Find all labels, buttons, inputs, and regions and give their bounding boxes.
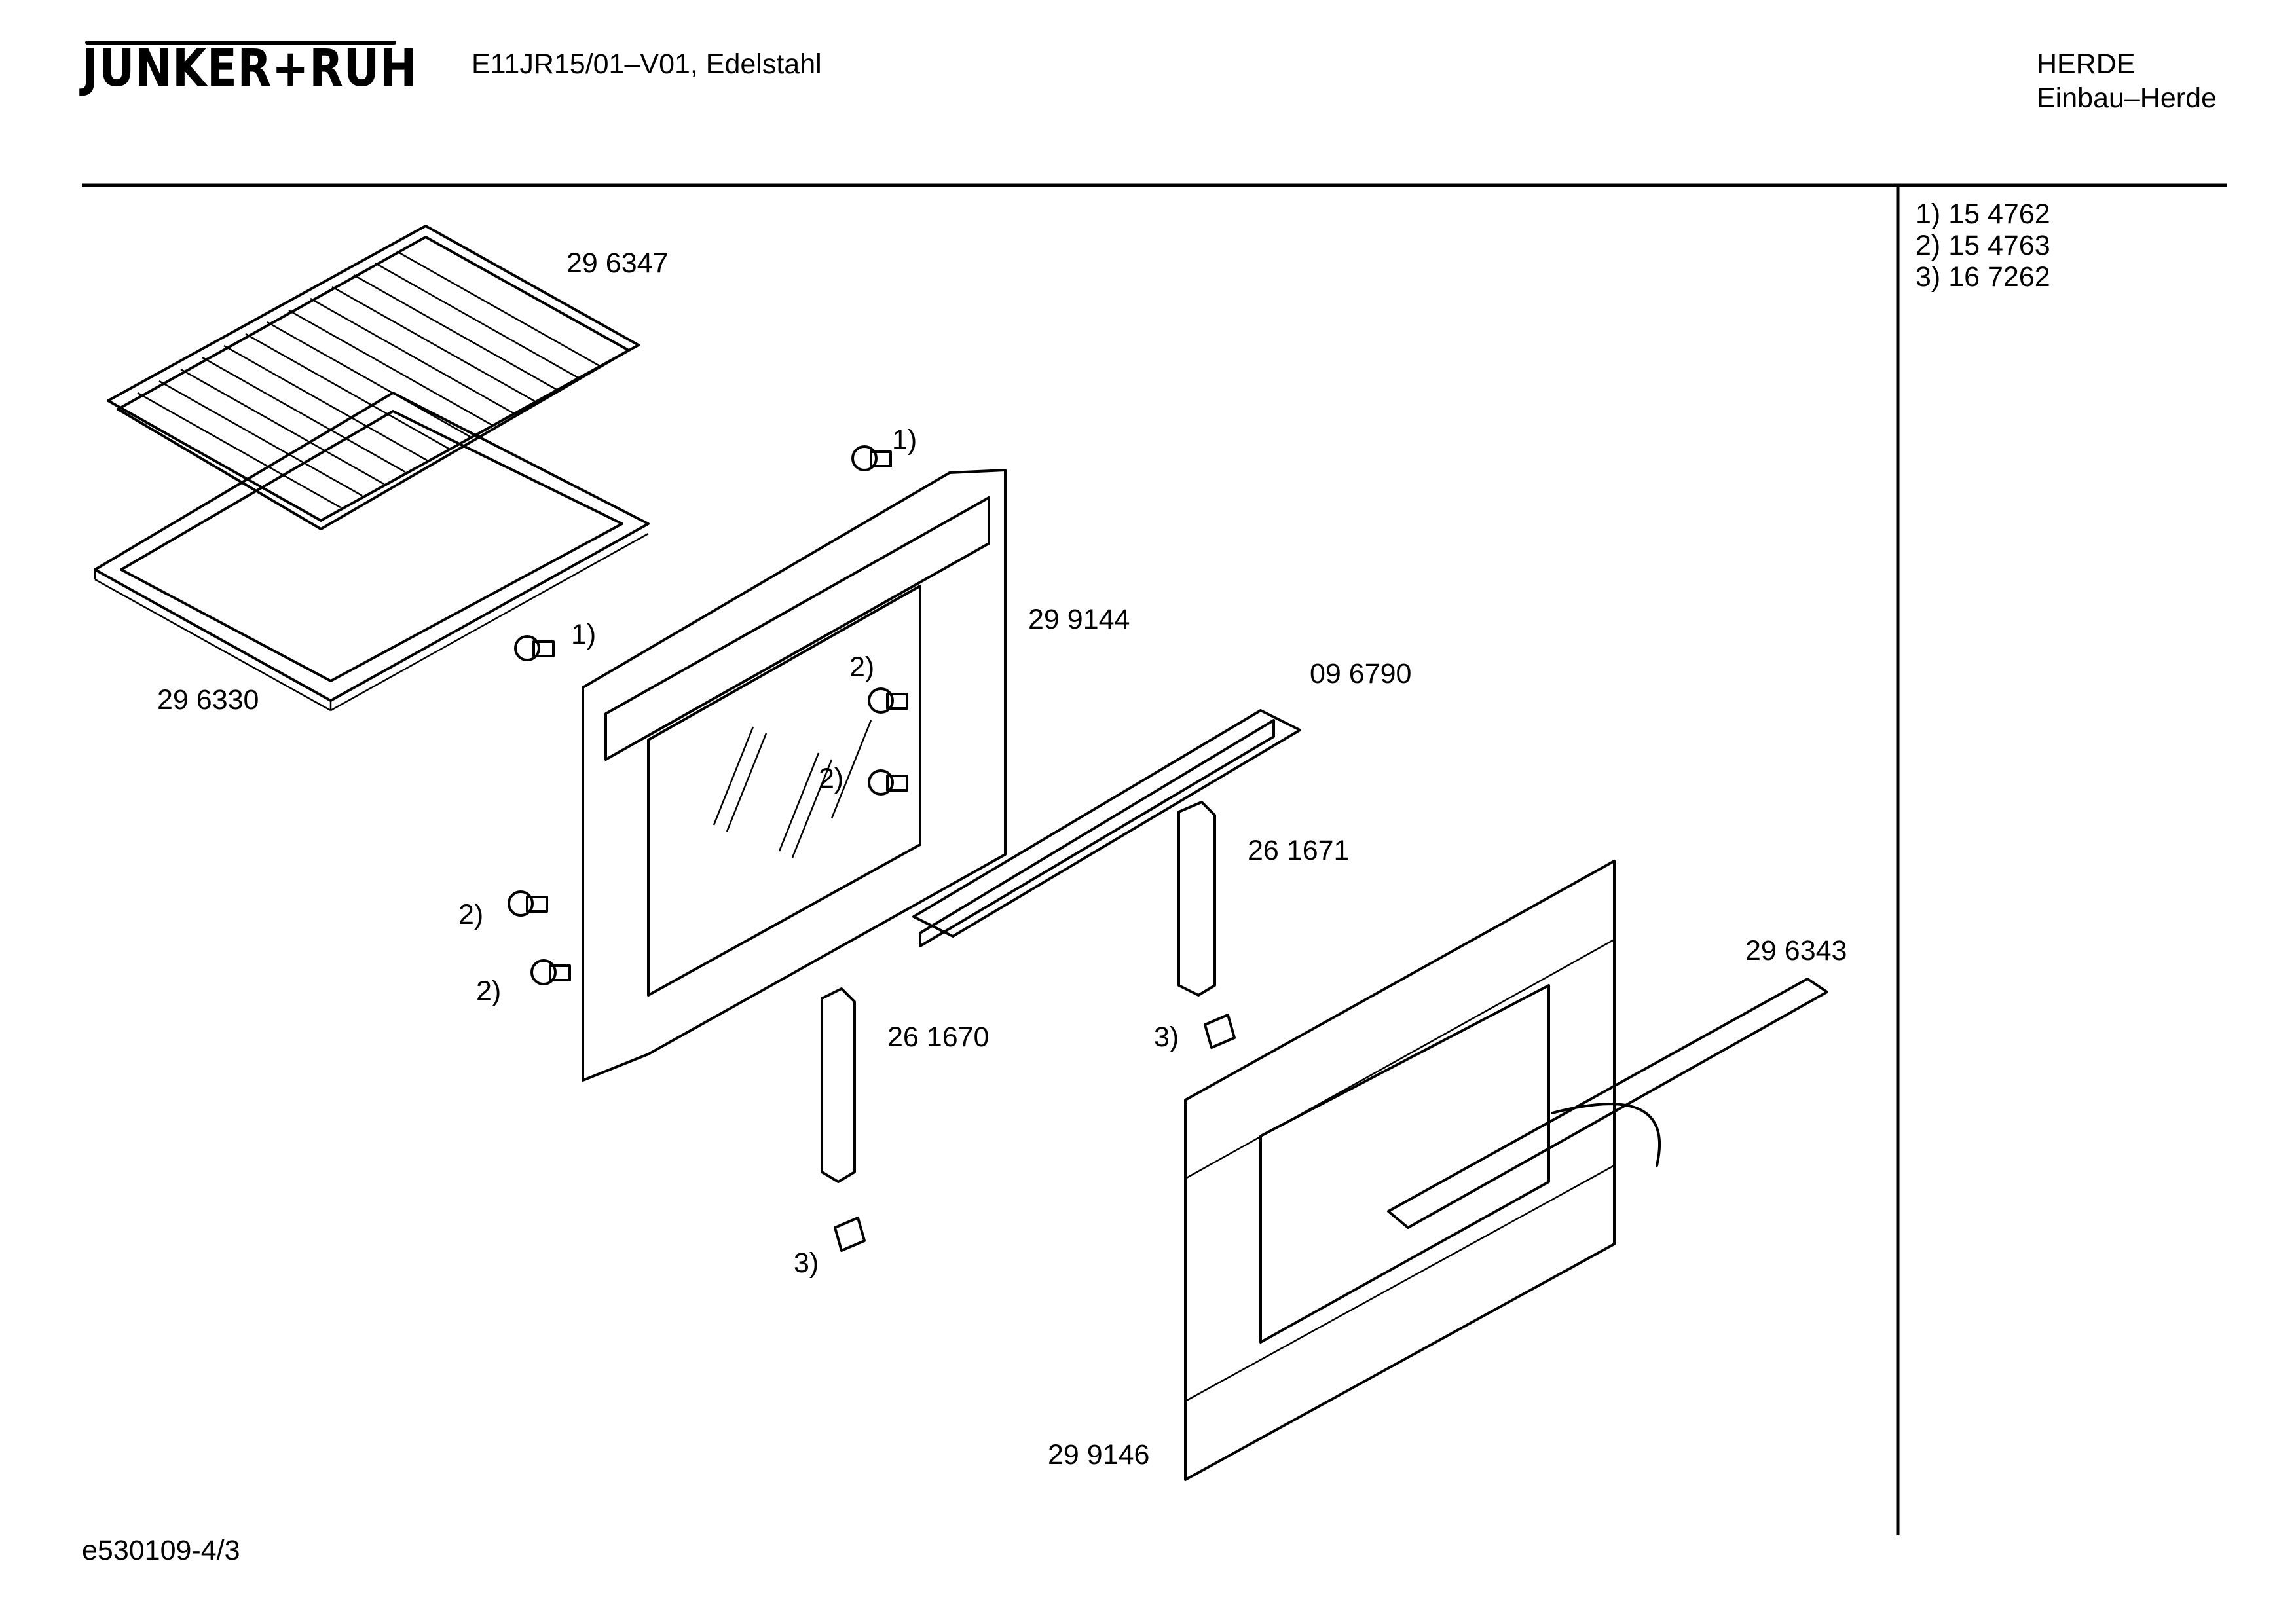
door-handle (1387, 978, 1828, 1229)
door-frame (582, 469, 1007, 1082)
model-title: E11JR15/01–V01, Edelstahl (472, 48, 822, 80)
screw-2c (508, 890, 548, 917)
callout-1-left: 1) (571, 619, 597, 650)
screw-2a (868, 687, 908, 714)
legend-item-1: 1) 15 4762 (1916, 198, 2050, 230)
screw-2d (530, 959, 571, 985)
hinge-261671 (1177, 801, 1216, 997)
legend-item-3: 3) 16 7262 (1916, 261, 2050, 293)
hinge-261670 (821, 987, 856, 1183)
document-id: e530109-4/3 (82, 1535, 240, 1566)
legend-value: 15 4763 (1948, 230, 2050, 261)
callout-2-mid: 2) (819, 763, 844, 794)
oven-rack (107, 225, 640, 530)
door-panel (1184, 860, 1616, 1481)
callout-1-top: 1) (892, 424, 917, 456)
legend-value: 15 4762 (1948, 198, 2050, 230)
callout-2-upper: 2) (849, 651, 875, 683)
screw-1b (514, 635, 555, 661)
part-number-296343: 29 6343 (1745, 935, 1847, 966)
callout-2-lower: 2) (458, 899, 484, 930)
legend-value: 16 7262 (1948, 261, 2050, 293)
screw-2b (868, 769, 908, 796)
part-number-096790: 09 6790 (1310, 658, 1412, 689)
baking-tray (94, 392, 650, 712)
category-line2: Einbau–Herde (2037, 82, 2217, 114)
clip-3b (834, 1217, 866, 1252)
part-number-296347: 29 6347 (566, 247, 669, 279)
category-line1: HERDE (2037, 48, 2136, 80)
callout-2-bottom: 2) (476, 976, 502, 1007)
part-number-299146: 29 9146 (1048, 1439, 1150, 1471)
brand-logo: JUNKER+RUH (82, 39, 418, 98)
legend-key: 1) (1916, 198, 1941, 230)
callout-3-left: 3) (794, 1247, 819, 1279)
legend-item-2: 2) 15 4763 (1916, 230, 2050, 261)
legend-key: 2) (1916, 230, 1941, 261)
part-number-261670: 26 1670 (887, 1021, 990, 1053)
logo-overline (85, 41, 396, 45)
part-number-296330: 29 6330 (157, 684, 259, 716)
legend-key: 3) (1916, 261, 1941, 293)
door-rail (912, 709, 1301, 947)
part-number-261671: 26 1671 (1248, 835, 1350, 866)
clip-3a (1204, 1014, 1236, 1049)
screw-1a (851, 445, 892, 471)
part-number-299144: 29 9144 (1028, 604, 1130, 635)
callout-3-right: 3) (1154, 1021, 1179, 1053)
